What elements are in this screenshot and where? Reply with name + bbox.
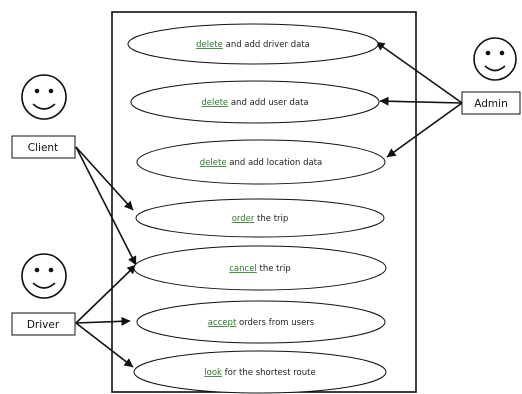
use-case-ellipse (127, 23, 379, 65)
actor-label: Driver (27, 319, 60, 331)
smiley-face-icon (21, 253, 67, 299)
actor-client: Client (11, 74, 76, 159)
use-case-ellipse (136, 300, 386, 344)
use-case-1: delete and add driver data (127, 23, 379, 65)
use-case-verb: cancel (229, 264, 257, 274)
use-case-rest: and add driver data (223, 40, 310, 50)
association-arrow-admin-uc1 (375, 41, 463, 104)
use-case-verb: delete (196, 40, 223, 50)
association-arrow-driver-uc5 (75, 264, 137, 324)
association-arrow-admin-uc2 (379, 96, 463, 106)
actor-label-box (461, 91, 521, 115)
use-case-verb: order (232, 214, 255, 224)
association-arrow-driver-uc7 (75, 322, 134, 368)
associations (75, 41, 463, 368)
association-arrow-client-uc5 (75, 146, 137, 266)
actor-label-box (11, 135, 76, 159)
actor-admin: Admin (461, 37, 521, 115)
use-case-label: cancel the trip (229, 264, 291, 274)
use-case-ellipse (135, 198, 385, 238)
use-case-label: accept orders from users (208, 318, 315, 328)
smiley-face-icon (473, 37, 517, 81)
use-case-rest: for the shortest route (222, 368, 316, 378)
use-case-rest: and add user data (228, 98, 308, 108)
use-case-rest: the trip (254, 214, 288, 224)
use-case-5: cancel the trip (133, 245, 387, 291)
use-case-7: look for the shortest route (133, 350, 387, 394)
use-case-2: delete and add user data (130, 80, 380, 124)
association-arrow-driver-uc6 (75, 316, 131, 326)
use-case-label: look for the shortest route (204, 368, 315, 378)
use-case-ellipse (133, 245, 387, 291)
use-case-label: delete and add driver data (196, 40, 310, 50)
association-arrow-client-uc4 (75, 146, 134, 211)
use-case-verb: delete (200, 158, 227, 168)
use-case-verb: look (204, 368, 222, 378)
use-case-ellipse (133, 350, 387, 394)
use-case-rest: orders from users (236, 318, 315, 328)
use-case-verb: accept (208, 318, 237, 328)
actor-driver: Driver (11, 253, 76, 336)
association-arrow-admin-uc3 (386, 102, 463, 158)
actor-label: Admin (474, 98, 507, 110)
use-case-3: delete and add location data (136, 139, 386, 185)
use-case-ellipse (130, 80, 380, 124)
use-case-verb: delete (201, 98, 228, 108)
use-case-4: order the trip (135, 198, 385, 238)
actor-label: Client (28, 142, 58, 154)
use-case-label: delete and add user data (201, 98, 308, 108)
use-case-label: order the trip (232, 214, 289, 224)
use-case-label: delete and add location data (200, 158, 322, 168)
use-case-rest: and add location data (227, 158, 323, 168)
smiley-face-icon (21, 74, 67, 120)
use-case-ellipse (136, 139, 386, 185)
use-case-6: accept orders from users (136, 300, 386, 344)
use-case-rest: the trip (257, 264, 291, 274)
actor-label-box (11, 312, 76, 336)
